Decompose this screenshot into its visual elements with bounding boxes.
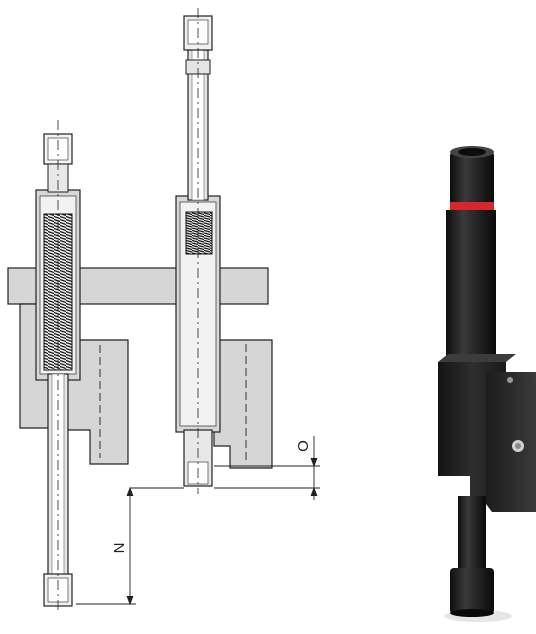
side-plate (486, 372, 536, 512)
right-clamp-assembly (175, 8, 273, 494)
product-photo (438, 146, 536, 622)
dimension-label-n: N (111, 543, 128, 554)
right-thread (185, 211, 213, 255)
left-clamp-assembly (19, 120, 129, 612)
dimension-label-o: O (295, 440, 312, 452)
dimension-lines (76, 436, 320, 606)
right-clamp-jaw (213, 339, 273, 469)
red-band (450, 202, 494, 210)
